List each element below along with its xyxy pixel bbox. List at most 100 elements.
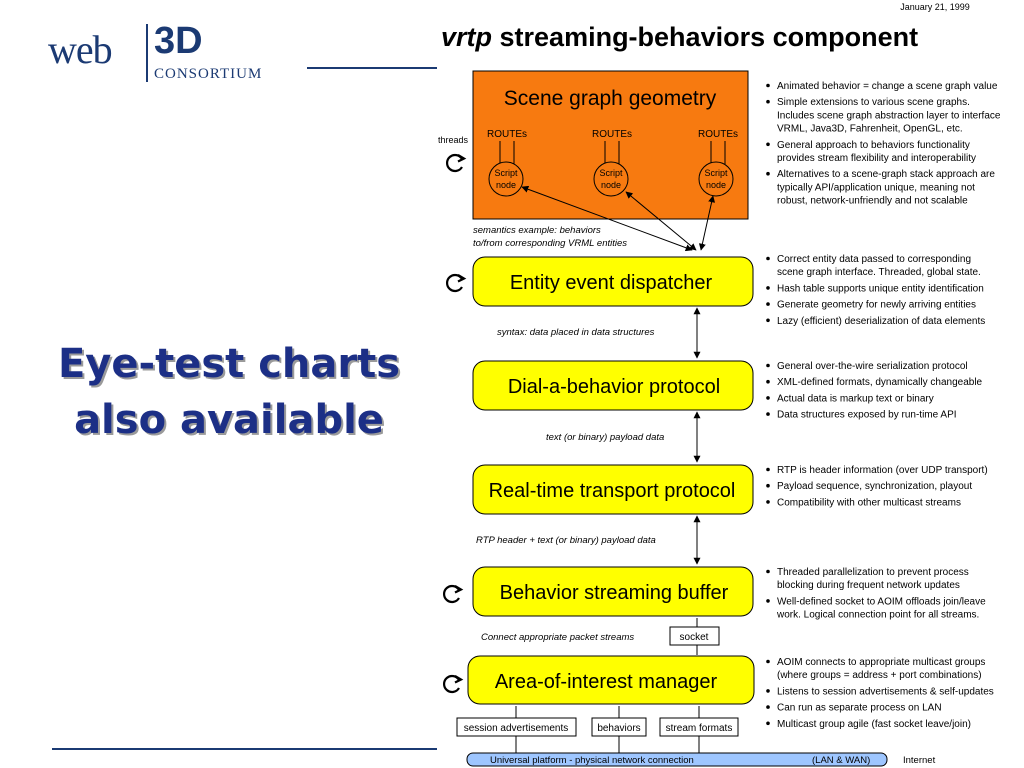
- connector-label-syntax: syntax: data placed in data structures: [497, 327, 655, 338]
- header-rule: [307, 67, 439, 69]
- bullet-dot: [766, 689, 770, 693]
- bullet-lists: Animated behavior = change a scene graph…: [766, 81, 1001, 730]
- bullet-text: provides stream flexibility and interope…: [777, 153, 976, 164]
- bullet-text: blocking during frequent network updates: [777, 580, 960, 591]
- streaming-behaviors-diagram: January 21, 1999 vrtp streaming-behavior…: [437, 0, 1024, 768]
- behaviors-label: behaviors: [597, 723, 640, 734]
- script-node-1-line-2: node: [496, 180, 516, 190]
- script-to-dispatcher-arrows: [521, 185, 716, 252]
- scene-graph-title: Scene graph geometry: [504, 87, 717, 110]
- callout-line-1: Eye-test charts: [57, 341, 401, 387]
- bullet-dot: [766, 721, 770, 726]
- script-node-2: Script node: [593, 161, 629, 197]
- bullet-dot: [766, 363, 770, 368]
- bullet-text: General approach to behaviors functional…: [777, 140, 970, 151]
- bullet-text: scene graph interface. Threaded, global …: [777, 267, 981, 278]
- bullet-text: work. Logical connection point for all s…: [776, 610, 979, 621]
- diagram-title: vrtp streaming-behaviors component: [441, 22, 918, 52]
- bullet-text: Payload sequence, synchronization, playo…: [777, 481, 972, 492]
- logo-consortium-text: CONSORTIUM: [154, 66, 263, 82]
- aoim-label: Area-of-interest manager: [495, 671, 718, 693]
- bullet-text: Threaded parallelization to prevent proc…: [777, 567, 969, 578]
- bullet-dot: [766, 599, 770, 603]
- bullet-dot: [766, 483, 770, 488]
- script-node-1: Script node: [488, 161, 524, 197]
- bullet-dot: [766, 256, 770, 261]
- bullet-text: Multicast group agile (fast socket leave…: [777, 719, 971, 730]
- bullet-text: Actual data is markup text or binary: [777, 393, 934, 404]
- behaviors-box: [591, 717, 647, 737]
- bullet-text: AOIM connects to appropriate multicast g…: [777, 657, 985, 668]
- bullet-text: Well-defined socket to AOIM offloads joi…: [777, 596, 986, 607]
- bullet-dot: [766, 705, 770, 709]
- bullet-text: Can run as separate process on LAN: [777, 703, 942, 714]
- routes-label-3: ROUTEs: [698, 129, 738, 140]
- bullet-text: RTP is header information (over UDP tran…: [777, 465, 988, 476]
- internet-label: Internet: [903, 755, 936, 766]
- route-lines: [499, 141, 726, 164]
- bullet-dot: [766, 286, 770, 290]
- eye-test-callout: Eye-test charts also available: [0, 336, 458, 448]
- script-node-1-line-1: Script: [494, 168, 518, 178]
- diagram-date: January 21, 1999: [900, 2, 970, 12]
- footer-rule: [52, 748, 442, 750]
- bullet-text: Includes scene graph abstraction layer t…: [777, 110, 1001, 121]
- bullet-dot: [766, 171, 770, 176]
- session-advertisements-label: session advertisements: [464, 723, 569, 734]
- bullet-text: robust, network-unfriendly and not scala…: [777, 196, 968, 207]
- title-rest: streaming-behaviors component: [492, 22, 918, 52]
- bullet-text: Simple extensions to various scene graph…: [777, 97, 970, 108]
- bullet-dot: [766, 500, 770, 504]
- script-node-2-line-2: node: [601, 180, 621, 190]
- bullet-dot: [766, 379, 770, 384]
- script-node-2-line-1: Script: [599, 168, 623, 178]
- aoim-box: [467, 655, 755, 705]
- bullet-text: (where groups = address + port combinati…: [777, 670, 982, 681]
- bullet-dot: [766, 83, 770, 88]
- bullet-text: Data structures exposed by run-time API: [777, 410, 957, 421]
- logo-3d-text: 3D: [154, 20, 203, 62]
- threads-label: threads: [438, 135, 469, 145]
- bullet-dot: [766, 396, 770, 400]
- bullet-dot: [766, 318, 770, 323]
- entity-event-dispatcher-label: Entity event dispatcher: [510, 272, 713, 294]
- bullet-dot: [766, 467, 770, 472]
- script-node-3-line-2: node: [706, 180, 726, 190]
- routes-label-2: ROUTEs: [592, 129, 632, 140]
- bullet-dot: [766, 142, 770, 147]
- bullet-text: XML-defined formats, dynamically changea…: [777, 377, 983, 388]
- rtp-box: [472, 464, 754, 515]
- platform-lanwan-label: (LAN & WAN): [812, 755, 870, 766]
- logo-divider: [146, 24, 148, 82]
- bullet-text: Generate geometry for newly arriving ent…: [777, 300, 976, 311]
- session-advertisements-box: [456, 717, 577, 737]
- logo-web-text: web: [48, 27, 113, 72]
- socket-label: socket: [680, 632, 709, 643]
- script-node-3-line-1: Script: [704, 168, 728, 178]
- title-italic: vrtp: [441, 22, 492, 52]
- bullet-text: Correct entity data passed to correspond…: [777, 254, 971, 265]
- stream-formats-label: stream formats: [666, 723, 733, 734]
- platform-bar: [466, 752, 888, 767]
- streaming-buffer-box: [472, 566, 754, 617]
- semantics-note-line-1: semantics example: behaviors: [473, 225, 601, 236]
- dial-a-behavior-label: Dial-a-behavior protocol: [508, 376, 720, 398]
- bullet-text: Animated behavior = change a scene graph…: [777, 81, 998, 92]
- connector-label-rtp-header: RTP header + text (or binary) payload da…: [476, 535, 656, 546]
- connector-label-packet-streams: Connect appropriate packet streams: [481, 632, 634, 643]
- streaming-buffer-label: Behavior streaming buffer: [500, 582, 729, 604]
- bullet-text: Hash table supports unique entity identi…: [777, 283, 984, 294]
- entity-event-dispatcher-box: [472, 256, 754, 307]
- script-node-3: Script node: [698, 161, 734, 197]
- callout-line-2: also available: [74, 397, 384, 443]
- stream-formats-box: [659, 717, 739, 737]
- platform-label: Universal platform - physical network co…: [490, 755, 694, 766]
- bullet-text: Listens to session advertisements & self…: [777, 686, 994, 697]
- rtp-label: Real-time transport protocol: [489, 480, 736, 502]
- bullet-dot: [766, 412, 770, 416]
- bullet-text: VRML, Java3D, Fahrenheit, OpenGL, etc.: [777, 124, 963, 135]
- bullet-text: Compatibility with other multicast strea…: [777, 497, 961, 508]
- connector-label-payload: text (or binary) payload data: [546, 432, 664, 443]
- bullet-dot: [766, 569, 770, 574]
- routes-label-1: ROUTEs: [487, 129, 527, 140]
